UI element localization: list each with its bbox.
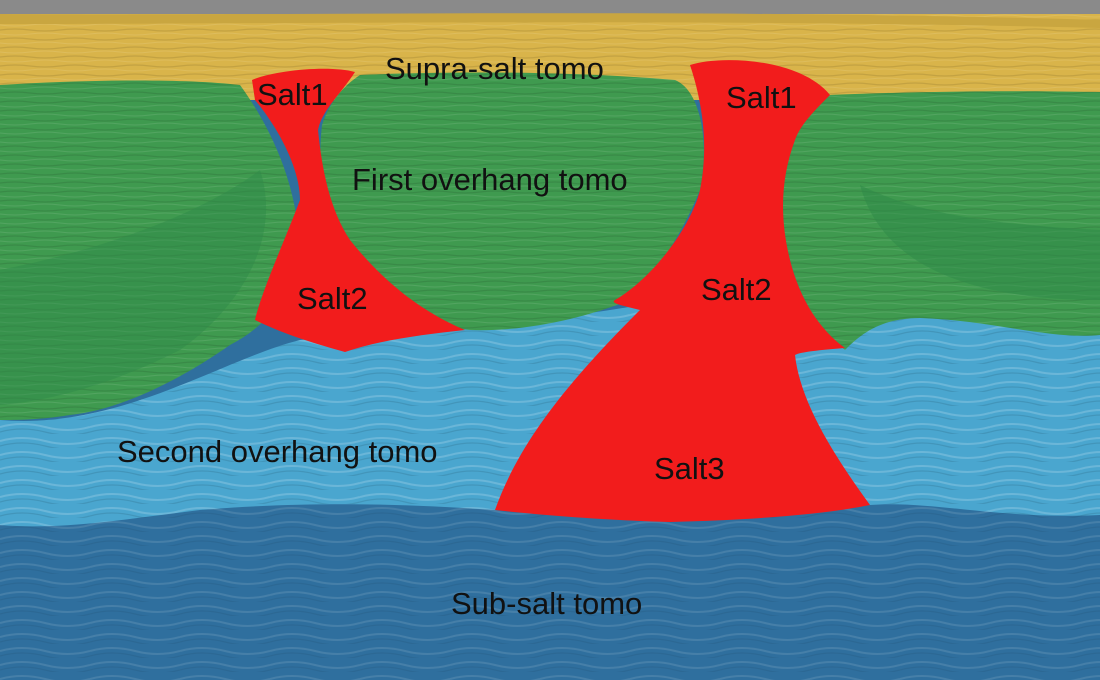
first-overhang-left-darkband bbox=[0, 170, 267, 405]
label-salt2-right: Salt2 bbox=[701, 272, 772, 307]
first-overhang-texture-left bbox=[0, 80, 300, 420]
label-second-overhang: Second overhang tomo bbox=[117, 434, 438, 469]
label-sub-salt: Sub-salt tomo bbox=[451, 586, 642, 621]
top-gray-band bbox=[0, 0, 1100, 14]
label-salt3: Salt3 bbox=[654, 451, 725, 486]
salt-left-body bbox=[252, 68, 465, 352]
first-overhang-right-darkband bbox=[860, 185, 1100, 300]
label-salt2-left: Salt2 bbox=[297, 281, 368, 316]
top-surface bbox=[0, 13, 1100, 28]
first-overhang-texture-center bbox=[320, 72, 704, 331]
label-salt1-right: Salt1 bbox=[726, 80, 797, 115]
salt-right-body bbox=[495, 60, 870, 523]
label-salt1-left: Salt1 bbox=[257, 77, 328, 112]
label-first-overhang: First overhang tomo bbox=[352, 162, 628, 197]
label-supra-salt: Supra-salt tomo bbox=[385, 51, 604, 86]
